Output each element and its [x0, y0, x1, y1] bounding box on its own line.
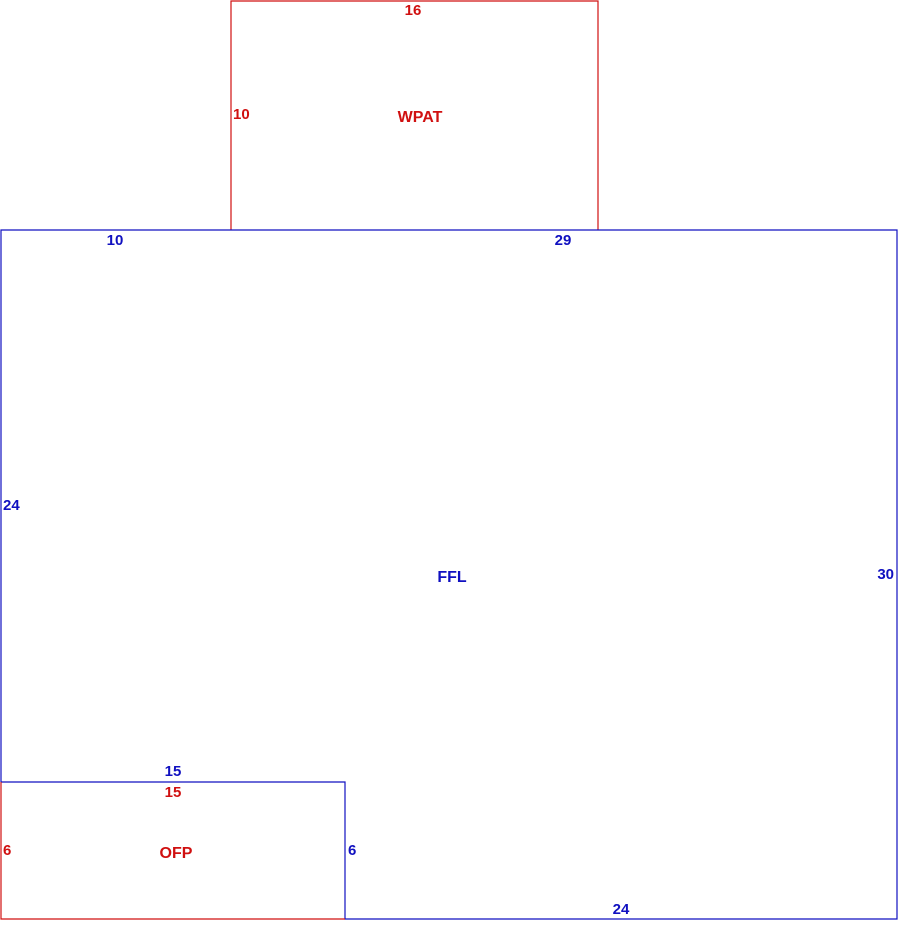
ffl-dim-notch-top: 15 [165, 763, 182, 780]
ffl-dim-bottom: 24 [613, 901, 630, 918]
ffl-dim-notch-side: 6 [348, 842, 356, 859]
ofp-outline [0, 782, 345, 920]
ffl-area-label: FFL [437, 569, 467, 586]
wpat-dim-top: 16 [405, 2, 422, 19]
wpat-area-label: WPAT [398, 109, 443, 126]
ofp-area-label: OFP [160, 845, 193, 862]
ffl-dim-top-right: 29 [555, 232, 572, 249]
ffl-dim-top-left: 10 [107, 232, 124, 249]
ofp-dim-top: 15 [165, 784, 182, 801]
wpat-outline [230, 0, 599, 230]
ffl-outline [0, 229, 898, 920]
ofp-dim-left: 6 [3, 842, 11, 859]
ffl-dim-left: 24 [3, 497, 20, 514]
wpat-dim-left: 10 [233, 106, 250, 123]
ffl-dim-right: 30 [877, 566, 894, 583]
